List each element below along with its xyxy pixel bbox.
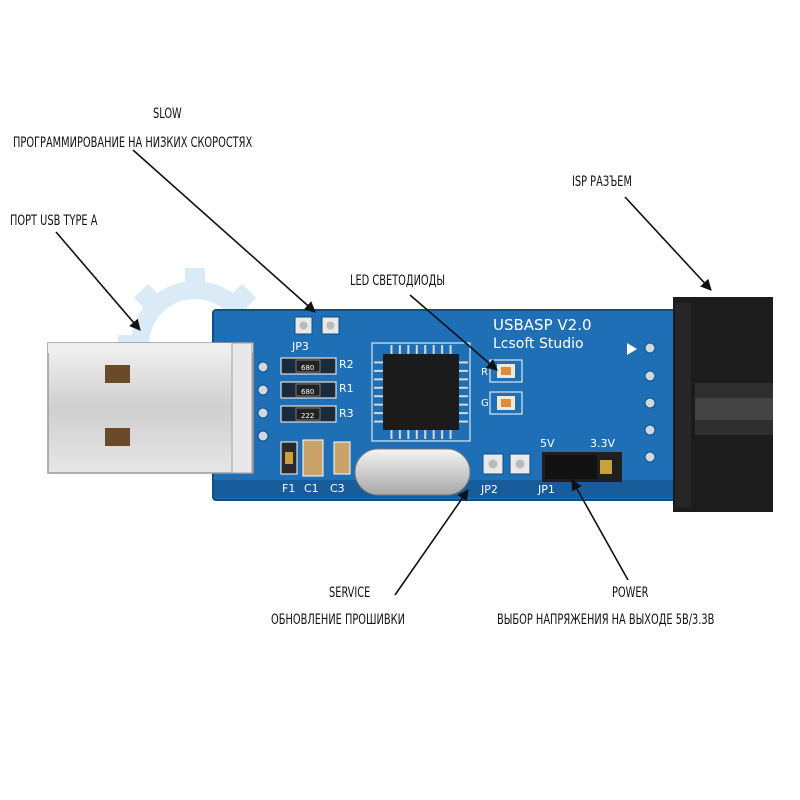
power-description: ВЫБОР НАПРЯЖЕНИЯ НА ВЫХОДЕ 5В/3.3В: [497, 612, 715, 628]
slow-title: SLOW: [153, 106, 182, 122]
service-title: SERVICE: [329, 585, 371, 601]
resistors: [280, 357, 337, 423]
arrow-isp: [624, 196, 712, 291]
arrow-power: [571, 479, 629, 581]
service-description: ОБНОВЛЕНИЕ ПРОШИВКИ: [271, 612, 405, 628]
callout-arrows: [55, 149, 712, 596]
isp-connector: [673, 297, 773, 512]
slow-description: ПРОГРАММИРОВАНИЕ НА НИЗКИХ СКОРОСТЯХ: [13, 135, 253, 151]
r3-label: R3: [339, 407, 354, 420]
isp-pads: [627, 342, 656, 463]
jp3-label: JP3: [291, 340, 309, 353]
jp3-jumper: [294, 316, 340, 335]
jp1-label: JP1: [537, 483, 555, 496]
arrow-usb: [55, 231, 141, 331]
led-label: LED СВЕТОДИОДЫ: [350, 273, 446, 289]
arrow-led: [409, 294, 498, 371]
board-subtitle: Lcsoft Studio: [493, 336, 584, 352]
jp1-jumper: [542, 452, 622, 482]
arrow-slow: [132, 149, 316, 313]
led-indicators: [489, 359, 523, 415]
microcontroller-chip: [371, 342, 471, 442]
led-r-label: R: [481, 367, 488, 378]
arrow-service: [394, 489, 469, 596]
resistor-value-1: 680: [301, 364, 314, 372]
fuse-capacitors: [280, 439, 351, 477]
jp2-label: JP2: [480, 483, 498, 496]
usb-plug: [47, 342, 254, 474]
crystal-oscillator: [354, 448, 471, 496]
led-g-label: G: [481, 398, 489, 409]
c1-label: C1: [304, 482, 319, 495]
board-title: USBASP V2.0: [493, 316, 592, 334]
voltage-5v-label: 5V: [540, 437, 555, 450]
c3-label: C3: [330, 482, 345, 495]
isp-label: ISP РАЗЪЕМ: [572, 174, 632, 190]
r1-label: R1: [339, 382, 354, 395]
jp2-jumper: [482, 453, 531, 475]
f1-label: F1: [282, 482, 295, 495]
usb-pads: [257, 361, 269, 442]
r2-label: R2: [339, 358, 354, 371]
power-title: POWER: [612, 585, 649, 601]
resistor-value-2: 680: [301, 388, 314, 396]
usb-port-label: ПОРТ USB TYPE A: [10, 213, 98, 229]
resistor-value-3: 222: [301, 412, 314, 420]
voltage-33v-label: 3.3V: [590, 437, 615, 450]
